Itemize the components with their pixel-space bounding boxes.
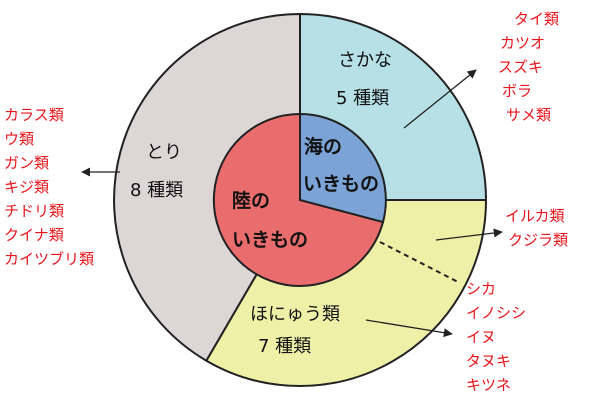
birds-example: ウ類: [4, 130, 34, 148]
fish-example: スズキ: [498, 58, 543, 76]
birds-label: とり: [146, 142, 182, 163]
land-core-sector: [212, 112, 385, 287]
mammals-divider-dashed: [379, 241, 461, 284]
land-mammals-example: タヌキ: [466, 352, 511, 370]
birds-example: ガン類: [4, 154, 49, 172]
birds-count: 8 種類: [130, 180, 183, 201]
fish-count: 5 種類: [336, 88, 389, 109]
land-mammals-label: ほにゅう類: [250, 304, 340, 325]
sea-core-sector: [299, 112, 387, 224]
land-mammals-example: イヌ: [466, 328, 496, 346]
land-core-label-line1: 陸の: [232, 189, 270, 212]
birds-example: チドリ類: [4, 202, 64, 220]
fish-example: カツオ: [500, 34, 545, 52]
land-mammals-example: イノシシ: [466, 304, 526, 322]
fish-example: タイ類: [514, 10, 559, 28]
sea-core-label-line1: 海の: [304, 135, 342, 158]
land-mammals-arrow: [365, 319, 453, 338]
land-mammals-example: シカ: [466, 280, 496, 298]
marine-mammals-example: クジラ類: [508, 231, 568, 249]
land-mammals-count: 7 種類: [258, 336, 311, 357]
fish-example: サメ類: [506, 106, 551, 124]
birds-example: カラス類: [4, 106, 64, 124]
birds-sector: [113, 12, 301, 363]
sea-core-label-line2: いきもの: [303, 173, 379, 195]
fish-label: さかな: [338, 50, 392, 71]
birds-example: クイナ類: [4, 226, 64, 244]
fish-arrow: [403, 69, 477, 129]
fish-example: ボラ: [502, 82, 532, 100]
birds-example: キジ類: [4, 178, 49, 196]
marine-mammals-example: イルカ類: [505, 207, 565, 225]
marine-mammals-arrow: [435, 228, 503, 241]
land-mammals-example: キツネ: [466, 376, 511, 394]
land-core-label-line2: いきもの: [232, 229, 308, 251]
birds-example: カイツブリ類: [4, 250, 94, 268]
